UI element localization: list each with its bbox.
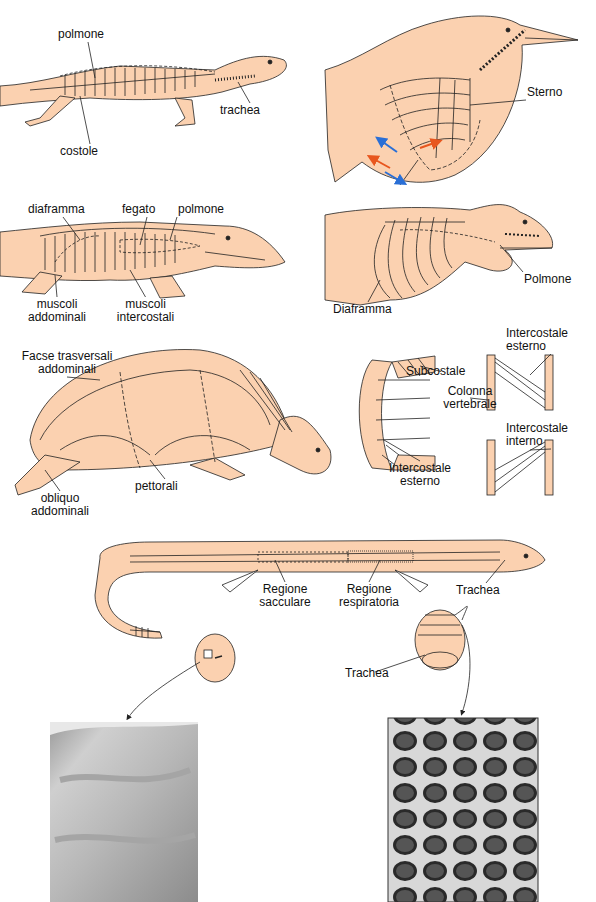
leader-line bbox=[63, 217, 80, 240]
part-label: polmone bbox=[58, 28, 118, 41]
leader-line bbox=[470, 100, 526, 105]
leader-line bbox=[55, 275, 57, 297]
leader-line bbox=[368, 280, 380, 302]
leader-line bbox=[130, 270, 146, 297]
part-label: Regione respiratoria bbox=[330, 583, 408, 609]
part-label: Facse trasversali addominali bbox=[12, 350, 122, 376]
leader-line bbox=[369, 560, 380, 582]
part-label: Intercostale esterno bbox=[380, 462, 460, 488]
leader-line bbox=[67, 377, 100, 380]
part-label: fegato bbox=[122, 203, 172, 216]
leader-line bbox=[486, 560, 505, 583]
leader-line bbox=[88, 42, 95, 78]
part-label: Subcostale bbox=[406, 365, 476, 378]
leader-line bbox=[140, 217, 147, 245]
part-label: obliquo addominali bbox=[20, 492, 100, 518]
leader-line bbox=[384, 440, 420, 461]
leader-line bbox=[500, 245, 523, 272]
part-label: muscoli intercostali bbox=[108, 298, 183, 324]
part-label: Diaframma bbox=[333, 303, 403, 316]
sem-photo bbox=[50, 722, 198, 902]
part-label: Intercostale interno bbox=[506, 422, 596, 448]
leader-line bbox=[530, 449, 551, 450]
part-label: Intercostale esterno bbox=[506, 327, 596, 353]
leader-line bbox=[238, 82, 250, 103]
leader-line bbox=[275, 560, 285, 582]
leader-line bbox=[80, 96, 90, 144]
part-label: Trachea bbox=[345, 667, 405, 680]
part-label: diaframma bbox=[28, 203, 98, 216]
part-label: trachea bbox=[220, 104, 280, 117]
sem-photo bbox=[388, 718, 538, 902]
leader-line bbox=[150, 460, 165, 479]
leader-line bbox=[530, 354, 551, 375]
part-label: Polmone bbox=[524, 273, 584, 286]
part-label: pettorali bbox=[135, 480, 195, 493]
part-label: Trachea bbox=[456, 584, 516, 597]
part-label: Regione sacculare bbox=[254, 583, 316, 609]
part-label: polmone bbox=[178, 203, 238, 216]
part-label: muscoli addominali bbox=[22, 298, 92, 324]
part-label: Sterno bbox=[527, 86, 587, 99]
leader-line bbox=[45, 470, 60, 491]
part-label: Colonna vertebrale bbox=[440, 385, 500, 411]
leader-line bbox=[170, 217, 177, 240]
part-label: costole bbox=[60, 145, 120, 158]
